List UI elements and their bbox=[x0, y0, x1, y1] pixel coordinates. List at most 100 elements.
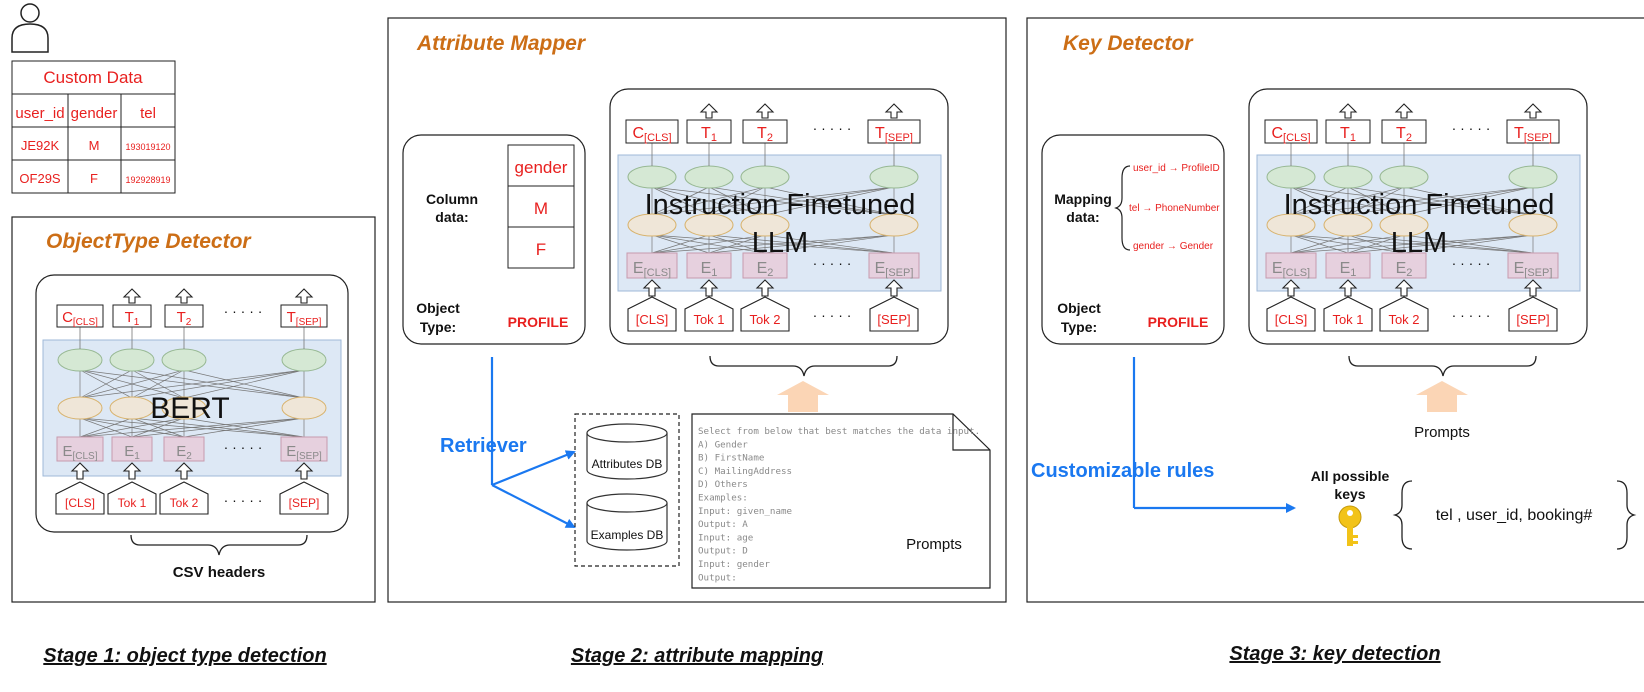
examples-db-icon bbox=[586, 493, 668, 551]
column-data-label: data: bbox=[435, 209, 468, 225]
up-arrow-icon bbox=[1523, 103, 1543, 119]
hidden-node bbox=[684, 165, 734, 189]
up-arrow-icon bbox=[884, 279, 904, 297]
input-token-label: Tok 2 bbox=[749, 312, 780, 327]
embedding-label: E1 bbox=[124, 443, 140, 462]
embedding-label: E[SEP] bbox=[875, 260, 914, 279]
up-arrow-icon bbox=[777, 381, 829, 412]
hidden-node bbox=[109, 348, 155, 372]
key-icon bbox=[1338, 505, 1362, 546]
prompt-text: Select from below that best matches the … bbox=[698, 426, 980, 583]
input-token-shape bbox=[1323, 296, 1373, 332]
object-type-label: Type: bbox=[1061, 319, 1097, 335]
output-token-box bbox=[686, 119, 732, 144]
ellipsis-dots: · · · · · bbox=[1452, 255, 1491, 271]
ellipsis-dots: · · · · · bbox=[224, 303, 263, 319]
up-arrow-icon bbox=[1416, 381, 1468, 412]
databases-box bbox=[574, 413, 680, 567]
custom-data-title: Custom Data bbox=[43, 68, 143, 87]
up-arrow-icon bbox=[1523, 279, 1543, 297]
output-token-label: T2 bbox=[757, 125, 773, 144]
prompt-line: Output: D bbox=[698, 546, 748, 557]
up-arrow-icon bbox=[1338, 103, 1358, 119]
prompt-line: Select from below that best matches the … bbox=[698, 426, 980, 437]
attributes-db-label: Attributes DB bbox=[592, 457, 663, 471]
hidden-node bbox=[740, 165, 790, 189]
stage3-caption: Stage 3: key detection bbox=[1229, 643, 1440, 665]
output-token-box bbox=[625, 119, 679, 144]
output-token-label: T2 bbox=[1396, 125, 1412, 144]
output-token-label: T1 bbox=[125, 309, 140, 328]
input-token-label: [SEP] bbox=[877, 312, 910, 327]
stage1-panel-title: ObjectType Detector bbox=[46, 230, 252, 253]
output-token-label: T2 bbox=[177, 309, 192, 328]
column-value: F bbox=[536, 240, 546, 259]
embedding-box bbox=[868, 252, 920, 279]
customizable-rules-label: Customizable rules bbox=[1031, 460, 1214, 482]
mapping-item: tel → PhoneNumber bbox=[1129, 203, 1220, 214]
hidden-node bbox=[281, 348, 327, 372]
prompts-label: Prompts bbox=[1414, 424, 1470, 441]
embedding-box bbox=[742, 252, 788, 279]
csv-headers-label: CSV headers bbox=[173, 564, 266, 581]
output-token-box bbox=[1381, 119, 1427, 144]
input-token-shape bbox=[1508, 296, 1558, 332]
column-data-label: Column bbox=[426, 191, 478, 207]
embedding-box bbox=[1507, 252, 1559, 279]
output-token-label: C[CLS] bbox=[62, 309, 98, 328]
object-type-label: Object bbox=[416, 300, 460, 316]
up-arrow-icon bbox=[174, 288, 194, 304]
embedding-box bbox=[56, 436, 104, 462]
mapping-item: user_id → ProfileID bbox=[1133, 163, 1220, 174]
up-arrow-icon bbox=[884, 103, 904, 119]
output-token-label: C[CLS] bbox=[632, 125, 671, 144]
input-token-shape bbox=[1379, 296, 1429, 332]
output-token-box bbox=[742, 119, 788, 144]
ellipsis-dots: · · · · · bbox=[224, 439, 263, 455]
hidden-node bbox=[161, 348, 207, 372]
table-cell: F bbox=[90, 171, 98, 186]
output-token-label: T[SEP] bbox=[287, 309, 322, 328]
all-keys-label: keys bbox=[1334, 486, 1365, 502]
model-label: Instruction Finetuned bbox=[645, 189, 916, 221]
custom-data-table: Custom Data user_id gender tel JE92K M 1… bbox=[11, 60, 176, 194]
embedding-box bbox=[1325, 252, 1371, 279]
table-header: user_id bbox=[15, 105, 64, 122]
embedding-label: E[CLS] bbox=[62, 443, 97, 462]
model-label: BERT bbox=[150, 392, 229, 425]
output-token-box bbox=[56, 304, 104, 328]
embedding-label: E[SEP] bbox=[1514, 260, 1553, 279]
stage3-panel bbox=[1026, 17, 1644, 603]
object-type-label: Type: bbox=[420, 319, 456, 335]
prompts-brace bbox=[1348, 355, 1537, 377]
embedding-box bbox=[626, 252, 678, 279]
output-token-box bbox=[1325, 119, 1371, 144]
stage1-caption: Stage 1: object type detection bbox=[43, 645, 326, 667]
hidden-node bbox=[1323, 165, 1373, 189]
retriever-arrows bbox=[490, 357, 576, 528]
ellipsis-dots: · · · · · bbox=[1452, 120, 1491, 136]
up-arrow-icon bbox=[699, 103, 719, 119]
prompt-line: Output: bbox=[698, 572, 737, 583]
embedding-label: E2 bbox=[757, 260, 774, 279]
hidden-node bbox=[740, 213, 790, 237]
prompt-line: Output: A bbox=[698, 519, 748, 530]
keys-set-braces bbox=[1392, 480, 1637, 550]
hidden-node bbox=[1323, 213, 1373, 237]
input-token-shape bbox=[1266, 296, 1316, 332]
output-token-label: T1 bbox=[1340, 125, 1356, 144]
keys-value: tel , user_id, booking# bbox=[1436, 507, 1593, 524]
output-token-label: T[SEP] bbox=[875, 125, 913, 144]
hidden-node bbox=[627, 213, 677, 237]
input-token-shape bbox=[684, 296, 734, 332]
table-cell: OF29S bbox=[19, 171, 61, 186]
model-label: LLM bbox=[752, 227, 808, 259]
hidden-node bbox=[1508, 165, 1558, 189]
stage3-panel-title: Key Detector bbox=[1063, 32, 1194, 55]
input-token-shape bbox=[279, 481, 329, 515]
output-token-box bbox=[280, 304, 328, 328]
output-token-label: T[SEP] bbox=[1514, 125, 1552, 144]
embedding-label: E2 bbox=[176, 443, 192, 462]
